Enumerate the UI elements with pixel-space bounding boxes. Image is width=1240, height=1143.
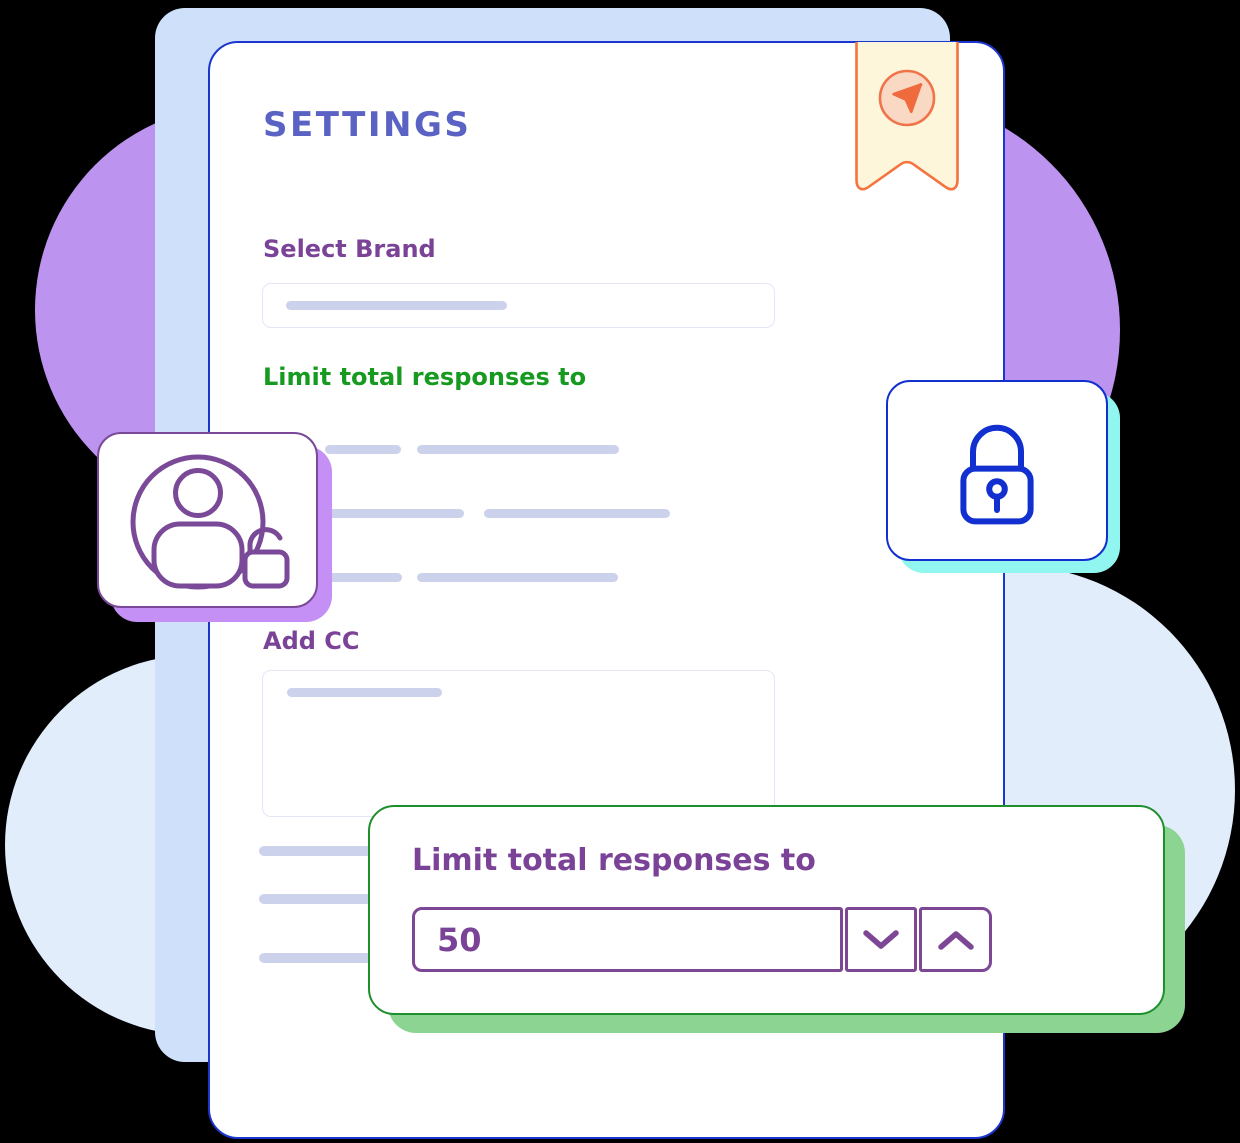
skeleton-line	[259, 953, 375, 963]
padlock-icon	[960, 424, 1034, 524]
stepper-up-button[interactable]	[919, 907, 992, 972]
limit-responses-label: Limit total responses to	[263, 363, 587, 391]
skeleton-line	[327, 573, 402, 582]
page-title: SETTINGS	[263, 105, 472, 145]
limit-number-input[interactable]	[412, 907, 843, 972]
limit-popup: Limit total responses to	[368, 805, 1165, 1015]
user-unlock-icon	[130, 454, 290, 590]
limit-number-control	[412, 907, 992, 972]
stepper-down-button[interactable]	[845, 907, 917, 972]
skeleton-line	[259, 846, 375, 856]
placeholder-skeleton	[287, 688, 442, 697]
lock-card	[886, 380, 1108, 561]
send-icon	[892, 83, 923, 114]
avatar-card	[97, 432, 318, 608]
chevron-up-icon	[937, 930, 974, 950]
skeleton-line	[259, 894, 375, 904]
select-brand-label: Select Brand	[263, 235, 436, 263]
skeleton-line	[417, 573, 618, 582]
add-cc-textarea[interactable]	[262, 670, 775, 817]
skeleton-line	[327, 509, 464, 518]
skeleton-line	[484, 509, 670, 518]
add-cc-label: Add CC	[263, 627, 360, 655]
chevron-down-icon	[863, 929, 899, 949]
open-shackle	[247, 527, 283, 555]
skeleton-line	[417, 445, 619, 454]
select-brand-input[interactable]	[262, 283, 775, 328]
skeleton-line	[325, 445, 401, 454]
limit-popup-label: Limit total responses to	[412, 843, 816, 878]
bookmark-ribbon	[855, 42, 959, 191]
placeholder-skeleton	[286, 301, 507, 310]
open-lock-body	[242, 549, 290, 589]
